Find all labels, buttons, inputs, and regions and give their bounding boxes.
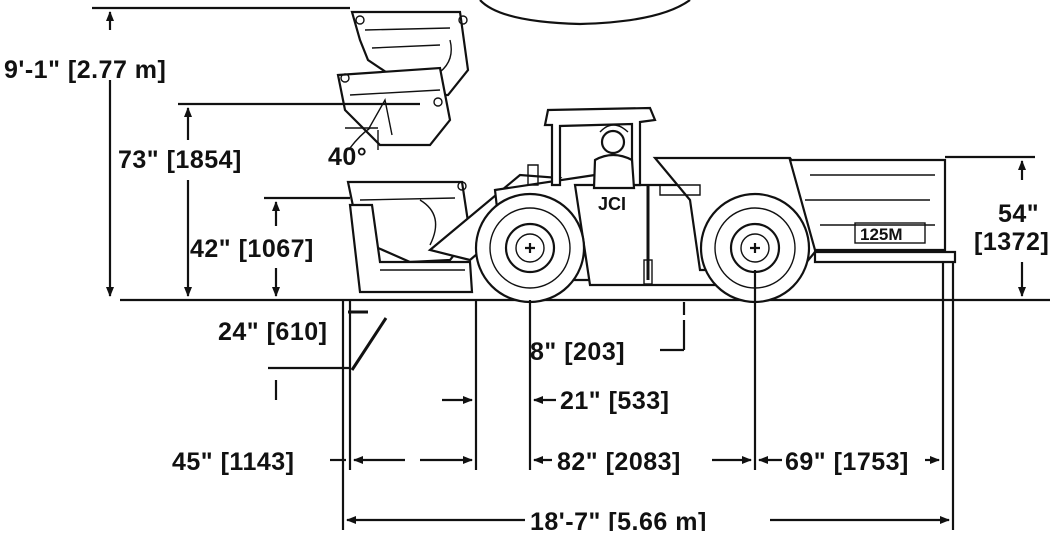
model-label: 125M [860,225,903,244]
rear-overhang-label: 69" [1753] [785,448,909,476]
bucket-raised-mid [336,66,452,147]
model-plate [854,222,926,244]
ground-clearance-label: 8" [203] [530,338,625,366]
top-arc [479,0,691,26]
front-overhang-label: 21" [533] [560,387,669,415]
wheelbase-label: 82" [2083] [557,448,681,476]
bucket-height-label: 42" [1067] [190,235,314,263]
front-wheel [474,192,586,304]
brand-label: JCI [598,194,626,214]
bucket-reach-label: 45" [1143] [172,448,295,476]
overall-length-label: 18'-7" [5.66 m] [530,508,707,531]
angle-ref-lines [345,127,379,150]
bucket-pin-height-label: 73" [1854] [118,146,242,174]
dig-depth-label: 24" [610] [218,318,327,346]
angle-arc [349,127,371,149]
bucket-ground [348,203,474,294]
dig-blade [348,310,388,371]
dump-angle-label: 40° [328,143,367,171]
overall-height-label-bottom: [1372] [974,228,1049,256]
overall-height-label-top: 54" [998,200,1039,228]
max-dump-height-label: 9'-1" [2.77 m] [4,56,166,84]
